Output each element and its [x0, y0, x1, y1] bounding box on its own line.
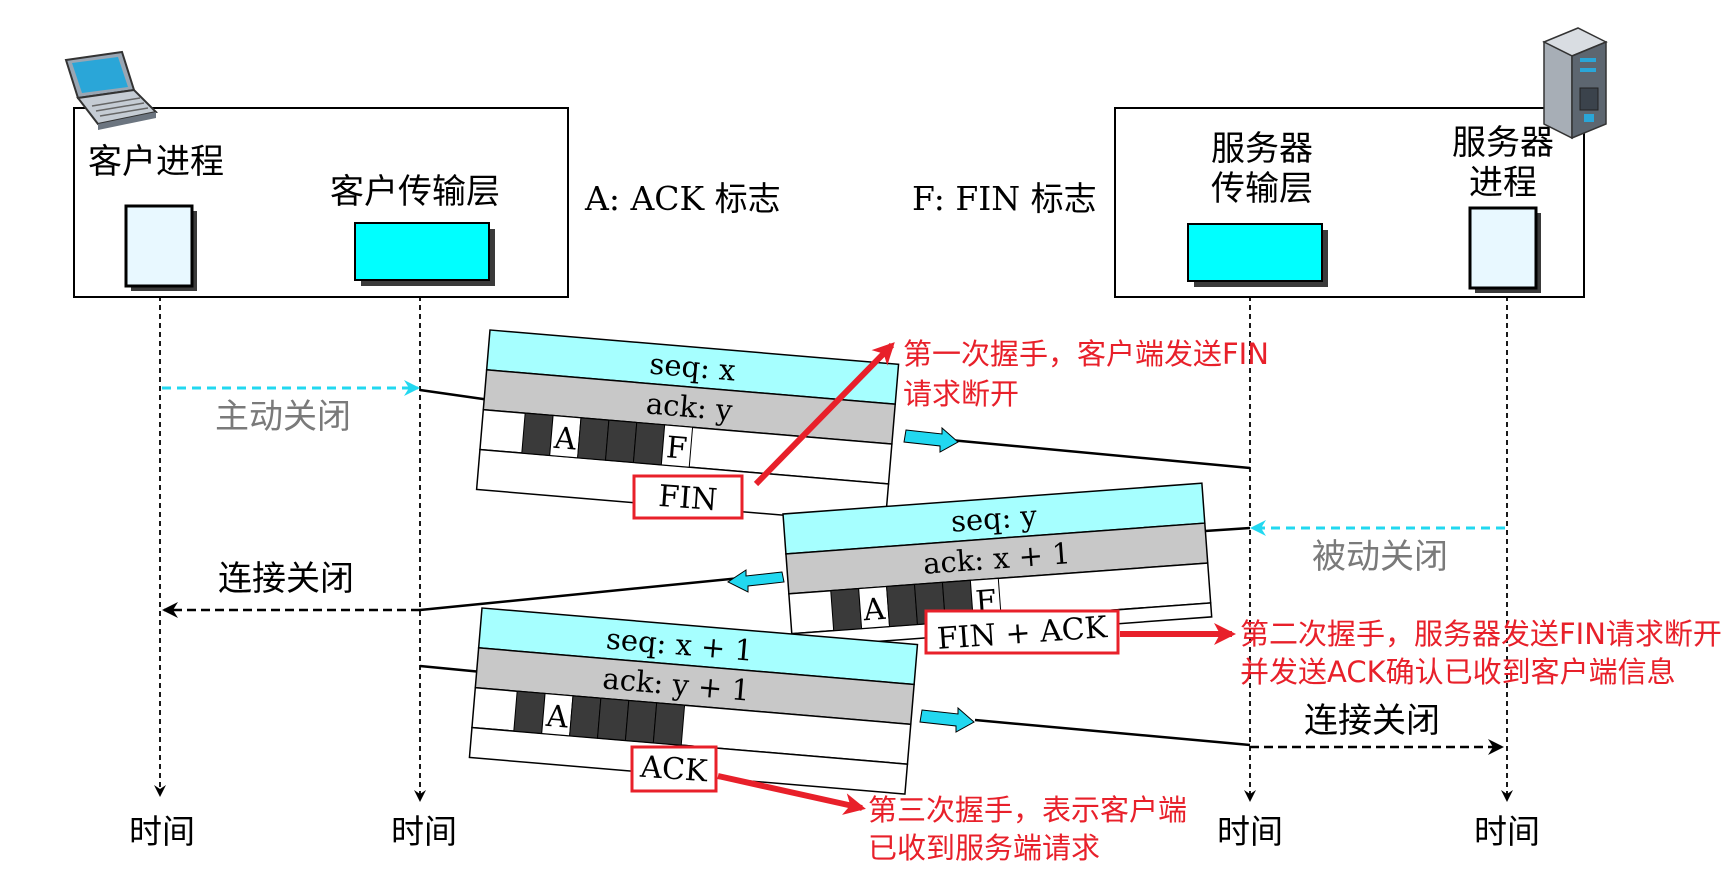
message2-line-right [1204, 526, 1251, 533]
ack-tag-box [630, 745, 718, 793]
time-label-3: 时间 [1217, 812, 1283, 851]
message1-direction-arrow [903, 426, 959, 453]
timelines [154, 296, 1513, 802]
annotation-2-line2: 并发送ACK确认已收到客户端信息 [1240, 655, 1676, 689]
message3-line-right [974, 718, 1251, 747]
message1-line-right [949, 438, 1251, 470]
segment-1-flag-f: F [665, 430, 689, 467]
laptop-icon [64, 50, 159, 130]
segment-2-seq: seq: y [950, 498, 1039, 538]
message2-direction-arrow [727, 569, 785, 593]
server-box: 服务器 传输层 服务器 进程 [1114, 107, 1585, 298]
fin-ack-tag-box [924, 609, 1120, 655]
annotation-1-arrow [753, 342, 895, 487]
time-label-2: 时间 [391, 812, 457, 851]
message3-line-left [419, 664, 483, 674]
message2-line-left [419, 572, 781, 612]
server-process-block [1468, 206, 1538, 290]
server-process-label-1: 服务器 [1452, 123, 1554, 163]
annotation-2-line1: 第二次握手，服务器发送FIN请求断开 [1240, 617, 1722, 651]
annotation-1-line2: 请求断开 [903, 377, 1019, 411]
segment-3-ack: seq: x + 1 ack: y + 1 A [468, 607, 919, 795]
client-connection-closed-label: 连接关闭 [218, 559, 354, 599]
fin-tag-box [632, 474, 744, 520]
segment-1-flag-a: A [552, 421, 578, 458]
server-transport-block [1187, 223, 1323, 282]
segment-1-seq: seq: x [648, 347, 736, 388]
annotation-3-line2: 已收到服务端请求 [868, 831, 1100, 865]
ack-tag-label: ACK [638, 750, 709, 790]
client-transport-block [354, 222, 490, 281]
time-label-4: 时间 [1474, 812, 1540, 851]
legend-ack-flag: A: ACK 标志 [584, 179, 781, 218]
client-box: 客户进程 客户传输层 [73, 107, 569, 298]
legend-fin-flag: F: FIN 标志 [912, 179, 1097, 218]
segment-2-flag-a: A [861, 592, 887, 629]
server-tower-icon [1542, 27, 1608, 140]
annotation-3-line1: 第三次握手，表示客户端 [868, 793, 1187, 827]
server-process-label-2: 进程 [1469, 163, 1537, 203]
segment-1-ack: ack: y [645, 386, 735, 427]
fin-tag-label: FIN [657, 479, 718, 518]
server-connection-closed-label: 连接关闭 [1304, 701, 1440, 741]
server-transport-label-1: 服务器 [1211, 129, 1313, 169]
server-transport-label-2: 传输层 [1211, 169, 1313, 209]
annotation-1-line1: 第一次握手，客户端发送FIN [903, 337, 1269, 371]
segment-3-flag-a: A [544, 699, 570, 736]
message3-direction-arrow [919, 706, 975, 733]
passive-close-label: 被动关闭 [1312, 537, 1448, 577]
client-process-block [124, 204, 194, 288]
active-close-label: 主动关闭 [215, 397, 351, 437]
annotation-3-arrow [717, 773, 866, 815]
time-label-1: 时间 [129, 812, 195, 851]
client-transport-label: 客户传输层 [330, 172, 500, 212]
message1-line-left [419, 388, 491, 402]
client-process-label: 客户进程 [88, 142, 224, 182]
